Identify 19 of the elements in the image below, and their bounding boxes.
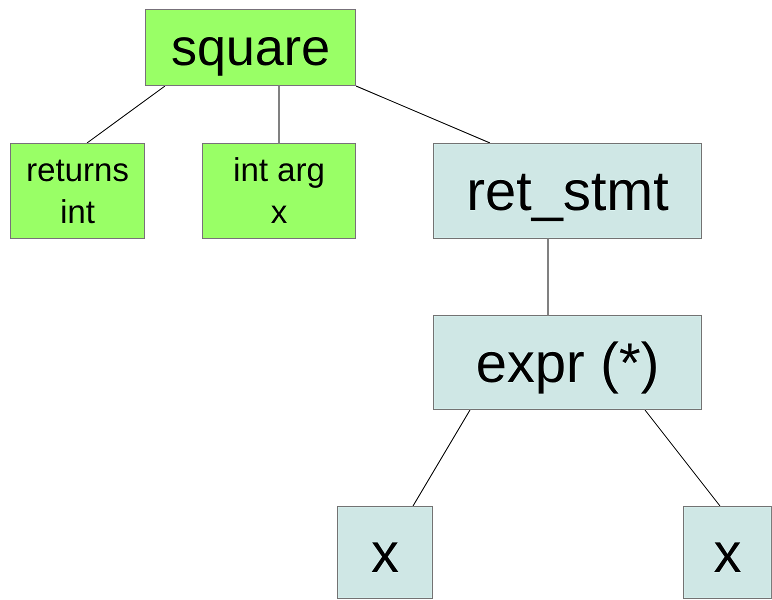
tree-node-box <box>10 143 145 239</box>
node-label: ret_stmt <box>466 158 669 224</box>
node-label: x <box>371 520 399 586</box>
connector-line <box>356 86 490 144</box>
node-label: returns int <box>25 150 130 232</box>
tree-node-box <box>145 9 356 86</box>
connector-line <box>412 410 470 506</box>
node-label: expr (*) <box>476 330 660 396</box>
connector-line <box>644 410 720 506</box>
tree-node-box <box>433 315 702 410</box>
node-label: x <box>714 520 742 586</box>
node-label: square <box>171 18 330 78</box>
connector-line <box>278 86 280 144</box>
connector-line <box>86 86 166 144</box>
tree-node-box <box>683 506 772 599</box>
tree-node-box <box>337 506 433 599</box>
tree-node-box <box>433 143 702 239</box>
node-label: int arg x <box>232 150 326 232</box>
tree-node-box <box>202 143 356 239</box>
